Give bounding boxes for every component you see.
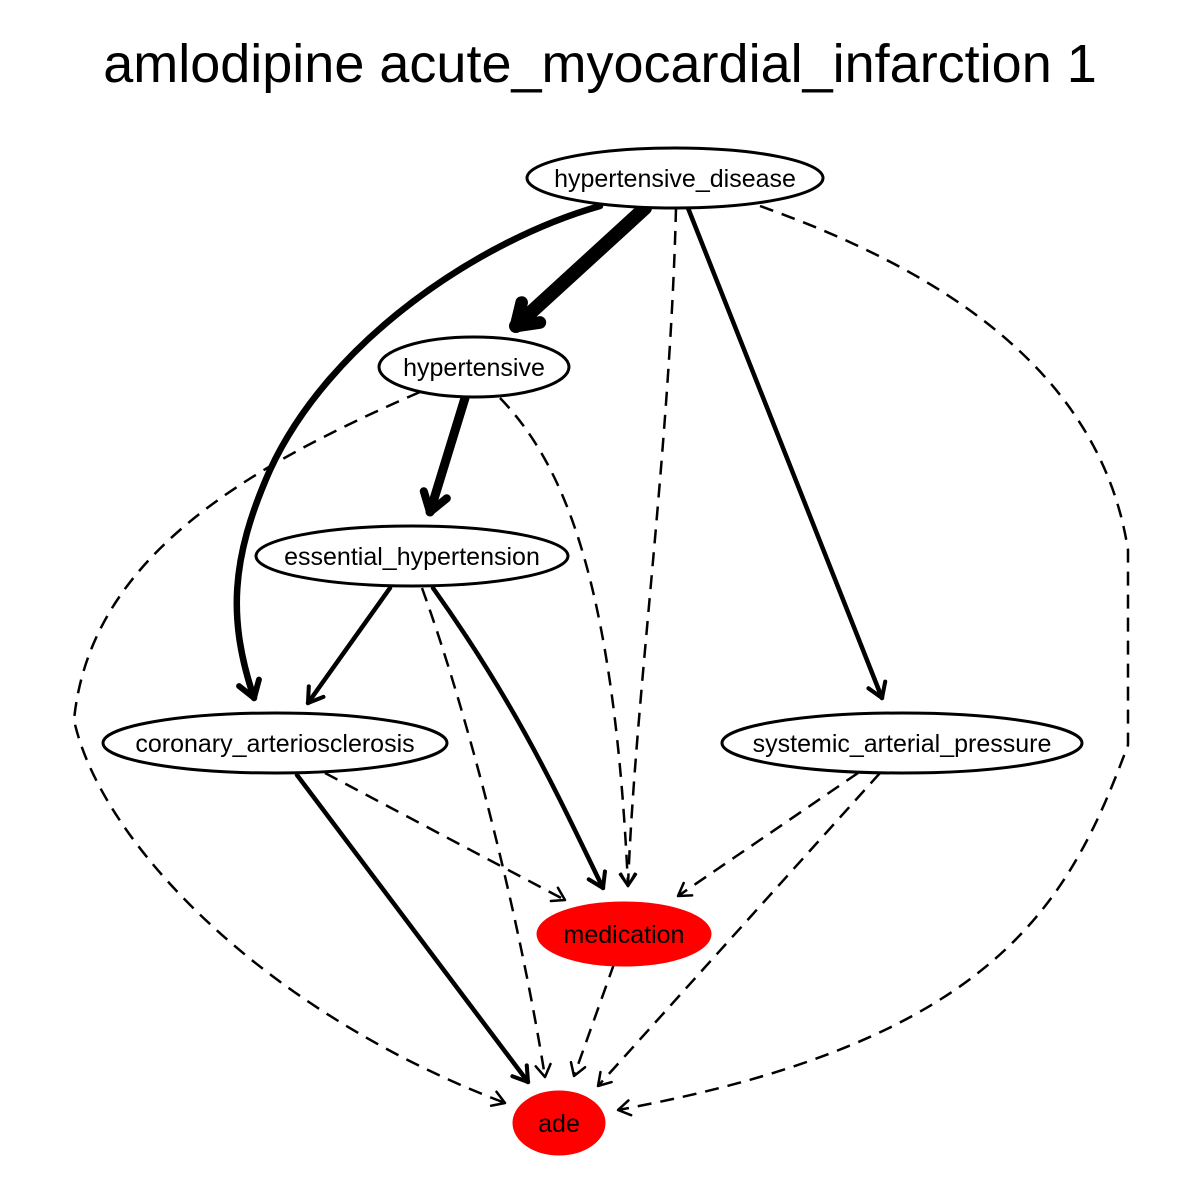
node-label: medication <box>564 921 685 949</box>
edge-line <box>324 771 566 902</box>
edge-essential_hypertension-to-medication <box>430 585 607 891</box>
edge-line <box>499 397 630 887</box>
node-systemic_arterial_pressure: systemic_arterial_pressure <box>720 711 1084 775</box>
edge-line <box>425 393 470 517</box>
edge-essential_hypertension-to-coronary_arteriosclerosis <box>305 585 393 706</box>
node-ellipse <box>720 711 1084 775</box>
edge-systemic_arterial_pressure-to-ade <box>596 772 881 1088</box>
edge-hypertensive_disease-to-coronary_arteriosclerosis <box>233 202 604 702</box>
edge-line <box>685 205 885 701</box>
node-label: hypertensive <box>403 354 545 382</box>
arrowhead-icon <box>509 296 547 333</box>
edge-line <box>509 201 652 333</box>
arrowhead-icon <box>534 1062 552 1079</box>
edge-line <box>677 771 859 898</box>
edge-hypertensive_disease-to-medication <box>619 207 678 888</box>
arrowhead-icon <box>586 869 607 891</box>
edge-line <box>305 585 393 706</box>
node-ade: ade <box>512 1090 606 1156</box>
node-ellipse <box>377 335 571 399</box>
node-hypertensive_disease: hypertensive_disease <box>525 146 825 210</box>
node-label: hypertensive_disease <box>554 165 796 193</box>
edge-hypertensive_disease-to-hypertensive <box>509 201 652 333</box>
edge-line <box>626 207 678 887</box>
edge-line <box>430 585 606 891</box>
edge-hypertensive_disease-to-systemic_arterial_pressure <box>685 205 888 701</box>
edge-coronary_arteriosclerosis-to-ade <box>294 772 531 1085</box>
node-essential_hypertension: essential_hypertension <box>254 524 570 588</box>
node-ellipse <box>512 1090 606 1156</box>
arrowhead-icon <box>676 881 694 898</box>
node-hypertensive: hypertensive <box>377 335 571 399</box>
arrowhead-icon <box>618 872 637 888</box>
edge-hypertensive-to-ade <box>72 390 507 1107</box>
node-label: essential_hypertension <box>284 543 540 571</box>
edge-line <box>572 963 616 1077</box>
arrowhead-icon <box>549 886 567 903</box>
node-medication: medication <box>536 901 712 967</box>
edge-line <box>233 202 604 702</box>
nodes-layer: hypertensive_disease hypertensive essentia… <box>101 146 1084 1156</box>
node-ellipse <box>254 524 570 588</box>
edge-coronary_arteriosclerosis-to-medication <box>324 771 567 903</box>
edge-essential_hypertension-to-ade <box>420 587 552 1079</box>
arrowhead-icon <box>419 487 451 517</box>
node-label: coronary_arteriosclerosis <box>135 730 414 758</box>
node-coronary_arteriosclerosis: coronary_arteriosclerosis <box>101 711 449 775</box>
arrowhead-icon <box>510 1063 531 1085</box>
arrowhead-icon <box>236 676 262 701</box>
graph-title: amlodipine acute_myocardial_infarction 1 <box>103 34 1097 94</box>
edge-hypertensive_disease-to-ade <box>616 204 1130 1117</box>
edge-medication-to-ade <box>569 963 616 1078</box>
arrowhead-icon <box>305 684 326 706</box>
edge-line <box>597 772 881 1087</box>
edge-line <box>294 772 531 1085</box>
node-ellipse <box>536 901 712 967</box>
edge-line <box>617 204 1130 1112</box>
arrowhead-icon <box>489 1090 507 1107</box>
edge-hypertensive-to-essential_hypertension <box>419 393 470 517</box>
edges-layer <box>72 201 1130 1117</box>
node-ellipse <box>101 711 449 775</box>
node-label: ade <box>538 1110 580 1138</box>
edge-systemic_arterial_pressure-to-medication <box>676 771 859 898</box>
edge-hypertensive-to-medication <box>499 397 637 888</box>
arrowhead-icon <box>596 1070 613 1088</box>
arrowhead-icon <box>866 679 888 701</box>
node-ellipse <box>525 146 825 210</box>
node-label: systemic_arterial_pressure <box>753 730 1052 758</box>
arrowhead-icon <box>616 1099 633 1117</box>
arrowhead-icon <box>569 1060 587 1078</box>
